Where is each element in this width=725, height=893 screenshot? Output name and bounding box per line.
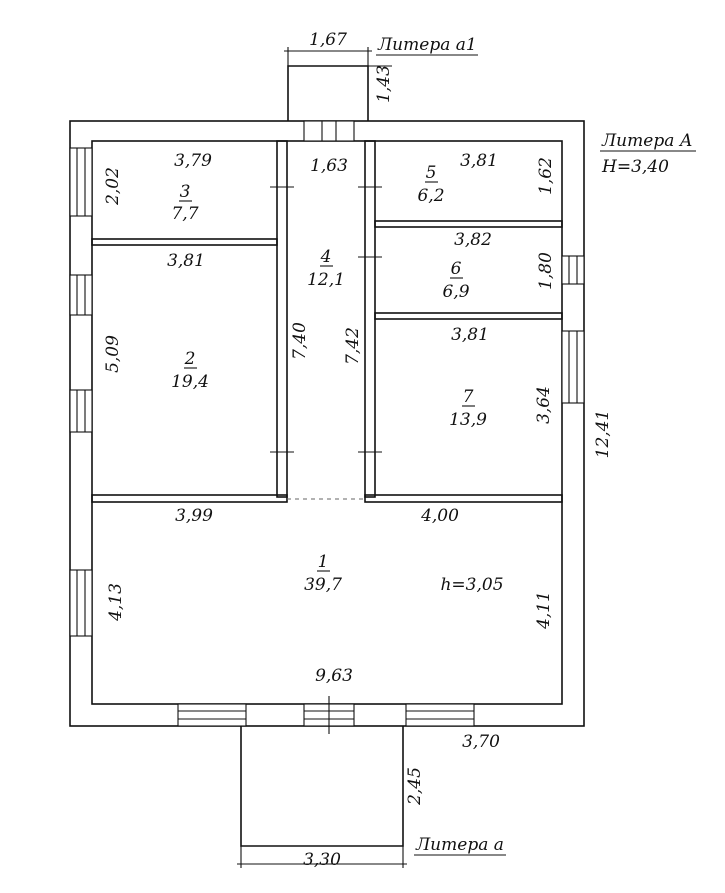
dim-a-width: 3,30 (303, 850, 341, 870)
room-7-area: 13,9 (449, 410, 487, 430)
annex-a1 (284, 47, 392, 122)
windows-right (561, 255, 585, 404)
dim-total-height: 12,41 (593, 410, 613, 459)
room-4-area: 12,1 (307, 270, 345, 290)
dim-r7-height: 3,64 (534, 386, 554, 424)
room-1-ceiling-height: h=3,05 (440, 575, 503, 595)
label-H-main: Н=3,40 (601, 157, 669, 177)
annex-a (237, 726, 407, 868)
door-ticks (270, 186, 382, 453)
room-1-number: 1 (318, 552, 329, 572)
label-litera-a1: Литера а1 (377, 35, 477, 55)
room-6-number: 6 (451, 259, 462, 279)
top-door (303, 120, 355, 142)
dim-corridor-right: 7,42 (343, 327, 363, 365)
dim-r3-height: 2,02 (103, 167, 123, 206)
dim-r5-height: 1,62 (536, 157, 556, 195)
dim-corridor-left: 7,40 (290, 322, 310, 360)
windows-bottom (177, 696, 475, 734)
room-3-area: 7,7 (171, 204, 198, 224)
dim-r1-right-height: 4,11 (534, 591, 554, 630)
dim-r1-left-width: 3,99 (175, 506, 213, 526)
dim-r6-height: 1,80 (536, 252, 556, 290)
dim-r1-left-height: 4,13 (106, 583, 126, 622)
dimension-labels: 1,67 3,79 1,63 3,81 3,81 3,82 3,81 3,99 … (103, 30, 613, 870)
dim-corridor-top: 1,63 (310, 156, 348, 176)
room-1-area: 39,7 (304, 575, 342, 595)
partitions (91, 140, 563, 503)
dim-r2-height: 5,09 (103, 335, 123, 373)
dim-r6-width: 3,82 (454, 230, 492, 250)
dim-r7-width: 3,81 (451, 325, 489, 345)
outer-walls (69, 120, 585, 727)
room-5-area: 6,2 (417, 186, 444, 206)
dim-r1-bottom-width: 9,63 (315, 666, 353, 686)
litera-labels: Литера а1 Литера А Н=3,40 Литера а (376, 35, 696, 856)
dim-a1-width: 1,67 (309, 30, 347, 50)
room-2-area: 19,4 (171, 372, 209, 392)
label-litera-a: Литера а (415, 835, 504, 855)
room-4-number: 4 (320, 247, 332, 267)
dim-r2-width: 3,81 (167, 251, 205, 271)
dim-r5-width: 3,81 (460, 151, 498, 171)
room-2-number: 2 (184, 349, 196, 369)
dim-outer-seg: 3,70 (462, 732, 500, 752)
room-6-area: 6,9 (442, 282, 469, 302)
windows-left (69, 147, 93, 637)
dim-a-depth: 2,45 (405, 767, 425, 806)
dim-a1-depth: 1,43 (374, 65, 394, 103)
label-litera-A: Литера А (601, 131, 693, 151)
room-labels: 3 7,7 5 6,2 4 12,1 6 6,9 2 19,4 7 13,9 1… (171, 163, 503, 595)
room-7-number: 7 (463, 387, 474, 407)
dim-r3-width: 3,79 (174, 151, 212, 171)
dim-r1-right-width: 4,00 (420, 506, 459, 526)
room-3-number: 3 (180, 182, 191, 202)
room-5-number: 5 (426, 163, 437, 183)
